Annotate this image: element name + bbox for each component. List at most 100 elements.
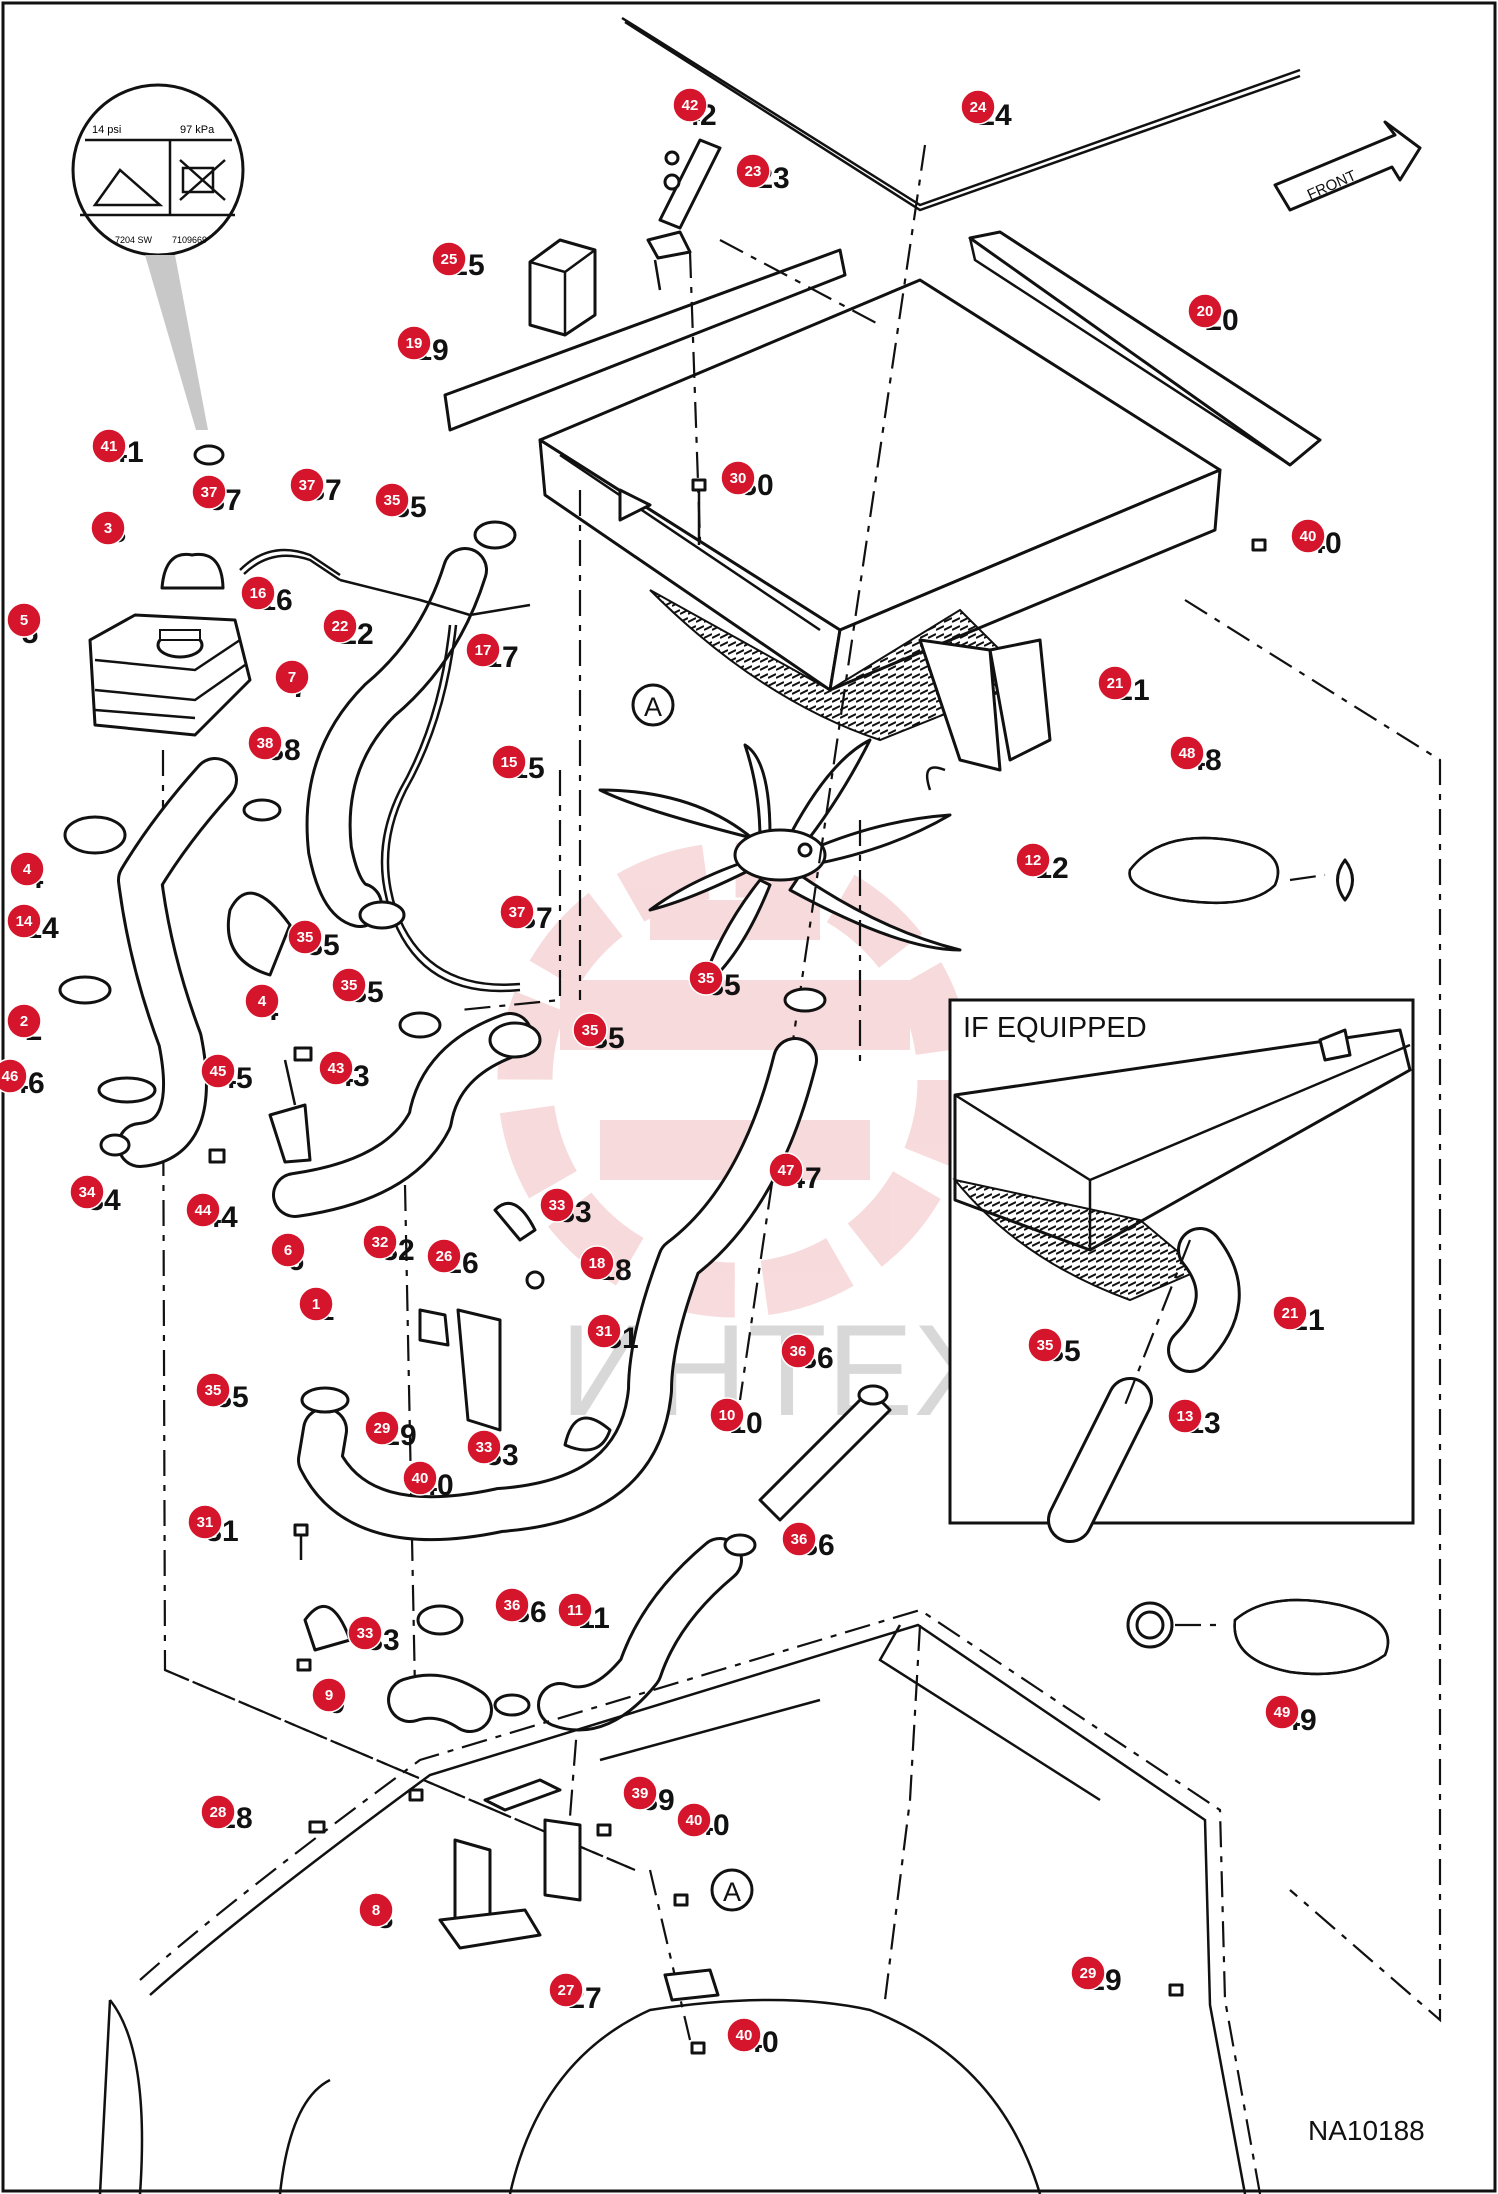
inset-title: IF EQUIPPED <box>963 1012 1147 1044</box>
callout-badge[interactable]: 21 <box>1097 665 1133 701</box>
callout-badge[interactable]: 35 <box>374 482 410 518</box>
callout-badge-label: 40 <box>736 2027 753 2044</box>
callout-badge[interactable]: 35 <box>1027 1327 1063 1363</box>
callout-badge-label: 40 <box>1300 528 1317 545</box>
callout-badge[interactable]: 33 <box>466 1429 502 1465</box>
callout-badge[interactable]: 35 <box>195 1372 231 1408</box>
callout-badge-label: 25 <box>441 251 458 268</box>
svg-text:97 kPa: 97 kPa <box>180 124 215 136</box>
callout-badge[interactable]: 29 <box>364 1410 400 1446</box>
lower-hose-6 <box>272 1012 533 1218</box>
view-marker-a-top: A <box>631 683 675 727</box>
callout-badge[interactable]: 19 <box>396 325 432 361</box>
callout-badge-label: 43 <box>328 1060 345 1077</box>
callout-badge[interactable]: 3 <box>90 510 126 546</box>
callout-badge[interactable]: 31 <box>586 1313 622 1349</box>
callout-badge-label: 31 <box>197 1514 214 1531</box>
callout-badge[interactable]: 27 <box>548 1972 584 2008</box>
callout-badge[interactable]: 37 <box>499 894 535 930</box>
callout-badge[interactable]: 22 <box>322 608 358 644</box>
callout-badge[interactable]: 40 <box>676 1802 712 1838</box>
callout-badge[interactable]: 9 <box>311 1677 347 1713</box>
callout-badge[interactable]: 35 <box>287 919 323 955</box>
callout-badge[interactable]: 48 <box>1169 735 1205 771</box>
callout-badge[interactable]: 33 <box>347 1615 383 1651</box>
callout-badge[interactable]: 36 <box>494 1587 530 1623</box>
callout-badge[interactable]: 45 <box>200 1053 236 1089</box>
callout-badge[interactable]: 6 <box>270 1232 306 1268</box>
callout-badge[interactable]: 28 <box>200 1794 236 1830</box>
callout-badge[interactable]: 7 <box>274 659 310 695</box>
callout-badge-label: 20 <box>1197 303 1214 320</box>
front-arrow-icon: FRONT <box>1273 120 1422 212</box>
callout-badge-label: 22 <box>332 618 349 635</box>
callout-badge[interactable]: 21 <box>1272 1295 1308 1331</box>
callout-badge[interactable]: 39 <box>622 1775 658 1811</box>
figure-id: NA10188 <box>1308 2115 1425 2146</box>
callout-badge-label: 48 <box>1179 745 1196 762</box>
callout-badge-label: 34 <box>79 1184 96 1201</box>
callout-badge[interactable]: 30 <box>720 460 756 496</box>
callout-badge[interactable]: 35 <box>331 967 367 1003</box>
callout-badge[interactable]: 12 <box>1015 842 1051 878</box>
callout-badge[interactable]: 49 <box>1264 1694 1300 1730</box>
callout-badge[interactable]: 24 <box>960 89 996 125</box>
hose-10 <box>758 1388 892 1522</box>
callout-badge[interactable]: 26 <box>426 1238 462 1274</box>
callout-badge[interactable]: 23 <box>735 153 771 189</box>
callout-badge[interactable]: 40 <box>402 1460 438 1496</box>
callout-badge[interactable]: 17 <box>465 632 501 668</box>
callout-badge[interactable]: 4 <box>244 983 280 1019</box>
callout-badge[interactable]: 16 <box>240 575 276 611</box>
callout-badge[interactable]: 25 <box>431 241 467 277</box>
callout-badge[interactable]: 32 <box>362 1224 398 1260</box>
svg-text:A: A <box>644 692 662 722</box>
callout-badge-label: 35 <box>297 929 314 946</box>
callout-badge[interactable]: 20 <box>1187 293 1223 329</box>
callout-badge-label: 21 <box>1107 675 1124 692</box>
bracket-43 <box>268 1103 312 1164</box>
callout-badge-label: 12 <box>1025 852 1042 869</box>
callout-badge[interactable]: 37 <box>191 474 227 510</box>
callout-badge[interactable]: 44 <box>185 1192 221 1228</box>
callout-badge[interactable]: 5 <box>6 602 42 638</box>
callout-badge-label: 21 <box>1282 1305 1299 1322</box>
callout-badge-label: 35 <box>1037 1337 1054 1354</box>
callout-badge-label: 26 <box>436 1248 453 1265</box>
callout-badge-label: 3 <box>104 520 112 537</box>
callout-badge[interactable]: 42 <box>672 87 708 123</box>
callout-badge[interactable]: 14 <box>6 903 42 939</box>
callout-badge[interactable]: 18 <box>579 1245 615 1281</box>
callout-badge[interactable]: 31 <box>187 1504 223 1540</box>
callout-badge[interactable]: 1 <box>298 1286 334 1322</box>
callout-badge[interactable]: 40 <box>1290 518 1326 554</box>
callout-badge[interactable]: 11 <box>557 1592 593 1628</box>
callout-badge[interactable]: 38 <box>247 725 283 761</box>
callout-badge[interactable]: 8 <box>358 1892 394 1928</box>
seal-strip-19 <box>443 248 847 432</box>
callout-badge[interactable]: 35 <box>572 1012 608 1048</box>
callout-badge[interactable]: 35 <box>688 960 724 996</box>
callout-badge-label: 39 <box>632 1785 649 1802</box>
callout-badge[interactable]: 37 <box>289 467 325 503</box>
callout-badge[interactable]: 33 <box>539 1187 575 1223</box>
svg-text:7109669: 7109669 <box>172 235 207 245</box>
callout-badge-label: 29 <box>1080 1965 1097 1982</box>
callout-badge[interactable]: 15 <box>491 744 527 780</box>
callout-badge[interactable]: 34 <box>69 1174 105 1210</box>
callout-badge-label: 40 <box>412 1470 429 1487</box>
callout-badge[interactable]: 13 <box>1167 1398 1203 1434</box>
callout-badge[interactable]: 40 <box>726 2017 762 2053</box>
callout-badge-label: 35 <box>698 970 715 987</box>
callout-badge[interactable]: 2 <box>6 1003 42 1039</box>
callout-badge-label: 35 <box>205 1382 222 1399</box>
callout-badge[interactable]: 36 <box>781 1521 817 1557</box>
callout-badge[interactable]: 4 <box>9 851 45 887</box>
callout-badge[interactable]: 43 <box>318 1050 354 1086</box>
callout-badge[interactable]: 47 <box>768 1152 804 1188</box>
callout-badge[interactable]: 29 <box>1070 1955 1106 1991</box>
callout-badge[interactable]: 46 <box>0 1058 28 1094</box>
callout-badge[interactable]: 10 <box>709 1397 745 1433</box>
callout-badge[interactable]: 41 <box>91 428 127 464</box>
callout-badge[interactable]: 36 <box>780 1333 816 1369</box>
